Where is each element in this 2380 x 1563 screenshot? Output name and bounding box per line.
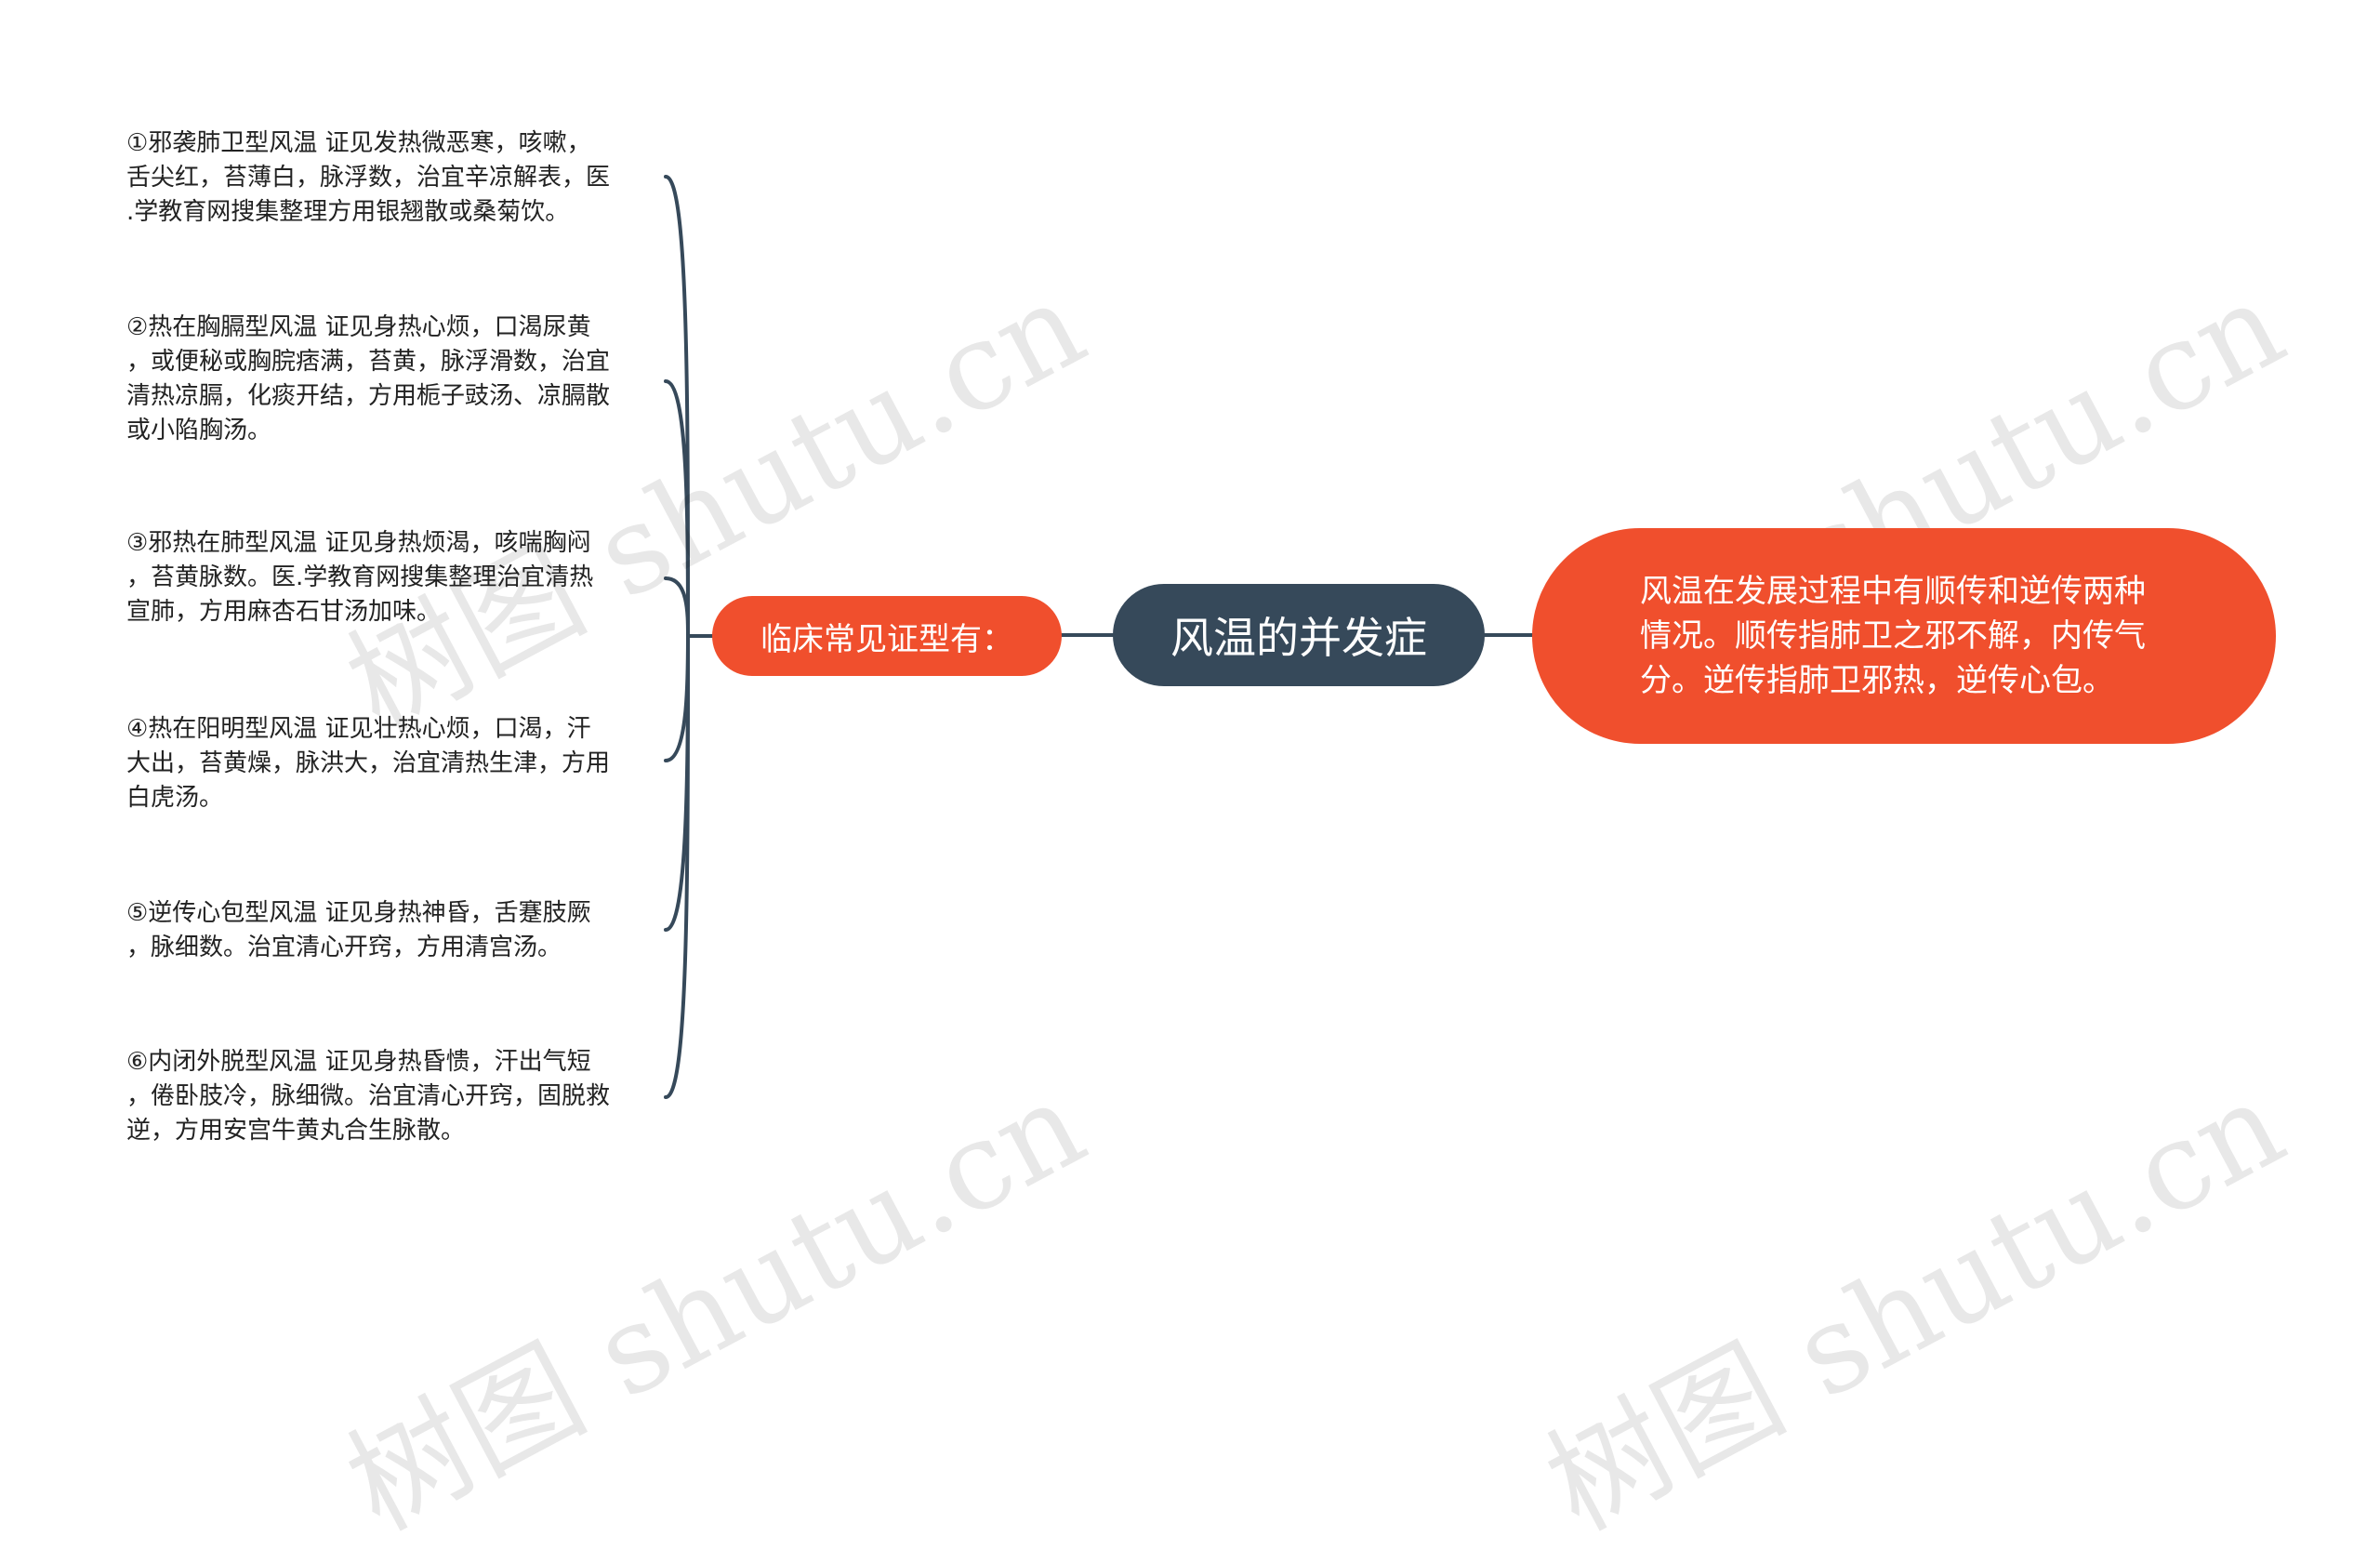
connector-leaf-3 [664, 576, 690, 638]
branch-topic-text: 风温在发展过程中有顺传和逆传两种情况。顺传指肺卫之邪不解，内传气分。逆传指肺卫邪… [1640, 573, 2146, 699]
branch-topic-label: 临床常见证型有： [760, 620, 1013, 658]
leaf-topic-2[interactable]: ②热在胸膈型风温 证见身热心烦，口渴尿黄 ，或便秘或胸脘痞满，苔黄，脉浮滑数，治… [126, 313, 611, 444]
leaf-topic-1[interactable]: ①邪袭肺卫型风温 证见发热微恶寒，咳嗽， 舌尖红，苔薄白，脉浮数，治宜辛凉解表，… [126, 129, 611, 226]
connector-leaf-6 [664, 634, 690, 1099]
connector-leaf-2 [664, 379, 690, 638]
leaf-topic-6[interactable]: ⑥内闭外脱型风温 证见身热昏愦，汗出气短 ，倦卧肢冷，脉细微。治宜清心开窍，固脱… [126, 1048, 611, 1145]
connector-leaf-5 [664, 634, 690, 932]
central-topic[interactable]: 风温的并发症 [1113, 584, 1485, 686]
connector-lines [664, 175, 1534, 1099]
central-topic-label: 风温的并发症 [1170, 613, 1427, 663]
branch-topic-clinical-types[interactable]: 临床常见证型有： [712, 596, 1062, 676]
leaf-topic-4[interactable]: ④热在阳明型风温 证见壮热心烦，口渴，汗 大出，苔黄燥，脉洪大，治宜清热生津，方… [126, 715, 611, 812]
leaf-topic-5[interactable]: ⑤逆传心包型风温 证见身热神昏，舌蹇肢厥 ，脉细数。治宜清心开窍，方用清宫汤。 [126, 899, 591, 961]
leaf-topic-3[interactable]: ③邪热在肺型风温 证见身热烦渴，咳喘胸闷 ，苔黄脉数。医.学教育网搜集整理治宜清… [126, 529, 594, 626]
connector-leaf-4 [664, 634, 690, 762]
branch-topic-transmission[interactable]: 风温在发展过程中有顺传和逆传两种情况。顺传指肺卫之邪不解，内传气分。逆传指肺卫邪… [1532, 528, 2276, 744]
connector-leaf-1 [664, 175, 690, 638]
